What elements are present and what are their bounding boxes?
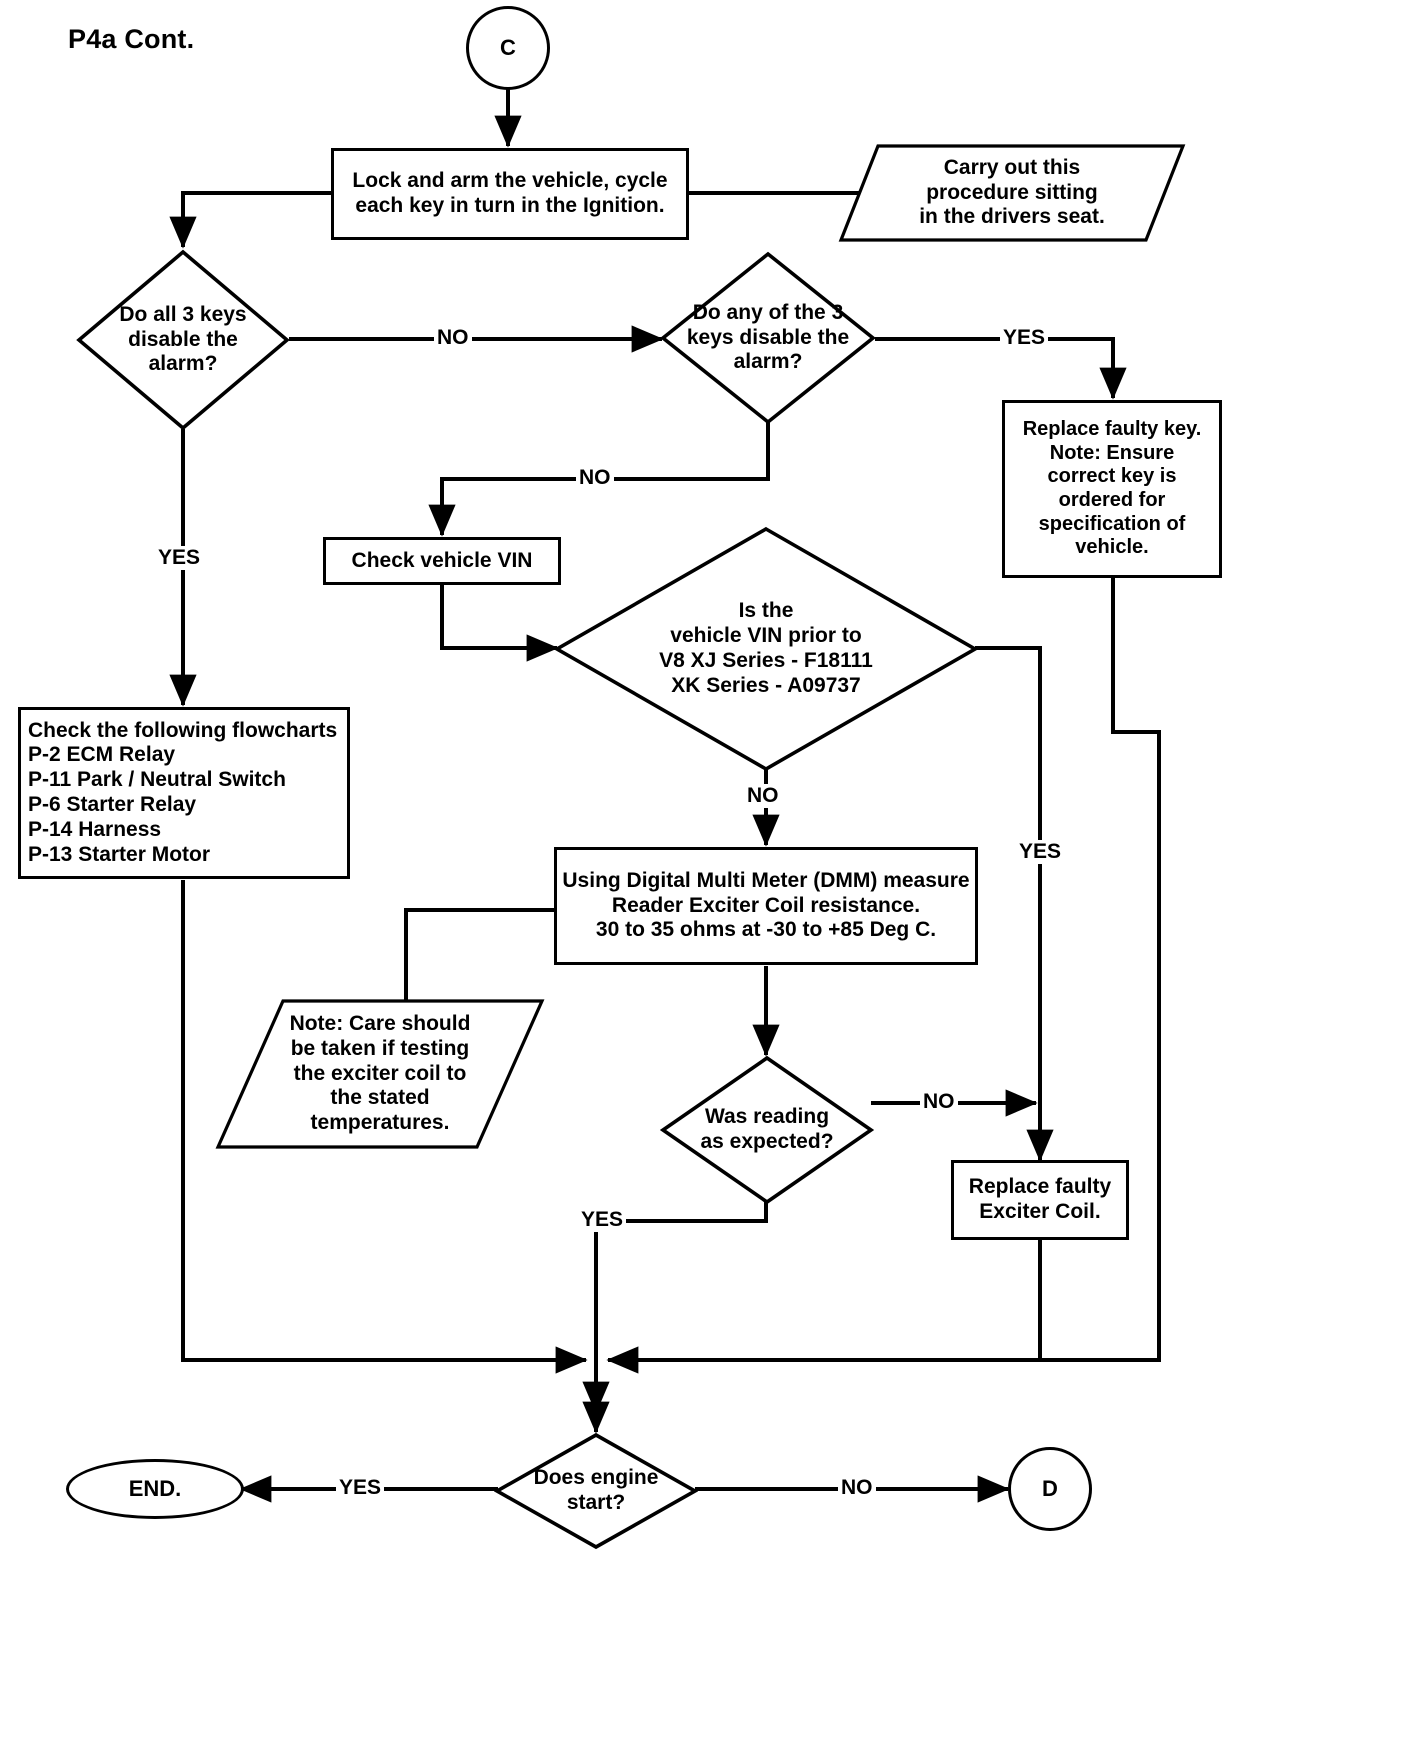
decision-does-engine-start[interactable]: Does engine start? bbox=[494, 1432, 698, 1550]
note-drivers-seat: Carry out this procedure sitting in the … bbox=[838, 143, 1186, 243]
process-replace-faulty-key[interactable]: Replace faulty key. Note: Ensure correct… bbox=[1002, 400, 1222, 578]
process-replace-faulty-key-label: Replace faulty key. Note: Ensure correct… bbox=[1022, 418, 1202, 559]
decision-any-3-keys-label: Do any of the 3 keys disable the alarm? bbox=[686, 300, 850, 374]
process-lock-and-arm[interactable]: Lock and arm the vehicle, cycle each key… bbox=[331, 148, 689, 240]
connector-d-label: D bbox=[1042, 1476, 1058, 1502]
process-dmm-measure-label: Using Digital Multi Meter (DMM) measure … bbox=[562, 868, 970, 942]
decision-all-3-keys-label: Do all 3 keys disable the alarm? bbox=[119, 302, 247, 376]
process-check-flowcharts[interactable]: Check the following flowcharts P-2 ECM R… bbox=[18, 707, 350, 879]
edge-label-any3-no: NO bbox=[576, 466, 614, 490]
edge-label-any3-yes: YES bbox=[1000, 326, 1049, 350]
edge-label-engine-no: NO bbox=[838, 1476, 876, 1500]
process-check-vehicle-vin[interactable]: Check vehicle VIN bbox=[323, 537, 561, 585]
edge-label-vin-yes: YES bbox=[1016, 840, 1065, 864]
connector-c-label: C bbox=[500, 35, 516, 61]
decision-does-engine-start-label: Does engine start? bbox=[533, 1466, 659, 1514]
decision-reading-as-expected[interactable]: Was reading as expected? bbox=[660, 1055, 874, 1205]
process-lock-and-arm-label: Lock and arm the vehicle, cycle each key… bbox=[352, 169, 668, 217]
note-exciter-coil-care-label: Note: Care should be taken if testing th… bbox=[289, 1012, 471, 1135]
decision-reading-as-expected-label: Was reading as expected? bbox=[700, 1105, 834, 1153]
page-title: P4a Cont. bbox=[68, 24, 195, 54]
process-replace-exciter-coil-label: Replace faulty Exciter Coil. bbox=[968, 1175, 1112, 1223]
note-drivers-seat-label: Carry out this procedure sitting in the … bbox=[919, 155, 1105, 229]
edge-label-engine-yes: YES bbox=[336, 1476, 385, 1500]
process-replace-exciter-coil[interactable]: Replace faulty Exciter Coil. bbox=[951, 1160, 1129, 1240]
edge-label-reading-no: NO bbox=[920, 1090, 958, 1114]
connector-node-c[interactable]: C bbox=[466, 6, 550, 90]
edge-label-all3-no: NO bbox=[434, 326, 472, 350]
edge-label-vin-no: NO bbox=[744, 784, 782, 808]
decision-all-3-keys[interactable]: Do all 3 keys disable the alarm? bbox=[76, 249, 290, 431]
connector-node-d[interactable]: D bbox=[1008, 1447, 1092, 1531]
process-dmm-measure[interactable]: Using Digital Multi Meter (DMM) measure … bbox=[554, 847, 978, 965]
note-exciter-coil-care: Note: Care should be taken if testing th… bbox=[215, 998, 545, 1150]
process-check-flowcharts-label: Check the following flowcharts P-2 ECM R… bbox=[28, 718, 338, 866]
terminator-end[interactable]: END. bbox=[66, 1459, 244, 1519]
process-check-vehicle-vin-label: Check vehicle VIN bbox=[351, 548, 533, 572]
edge-label-reading-yes: YES bbox=[578, 1208, 627, 1232]
decision-any-3-keys[interactable]: Do any of the 3 keys disable the alarm? bbox=[660, 251, 876, 425]
decision-vin-prior[interactable]: Is the vehicle VIN prior to V8 XJ Series… bbox=[554, 526, 978, 772]
edge-label-all3-yes: YES bbox=[155, 546, 204, 570]
decision-vin-prior-label: Is the vehicle VIN prior to V8 XJ Series… bbox=[659, 599, 873, 697]
terminator-end-label: END. bbox=[128, 1476, 182, 1502]
